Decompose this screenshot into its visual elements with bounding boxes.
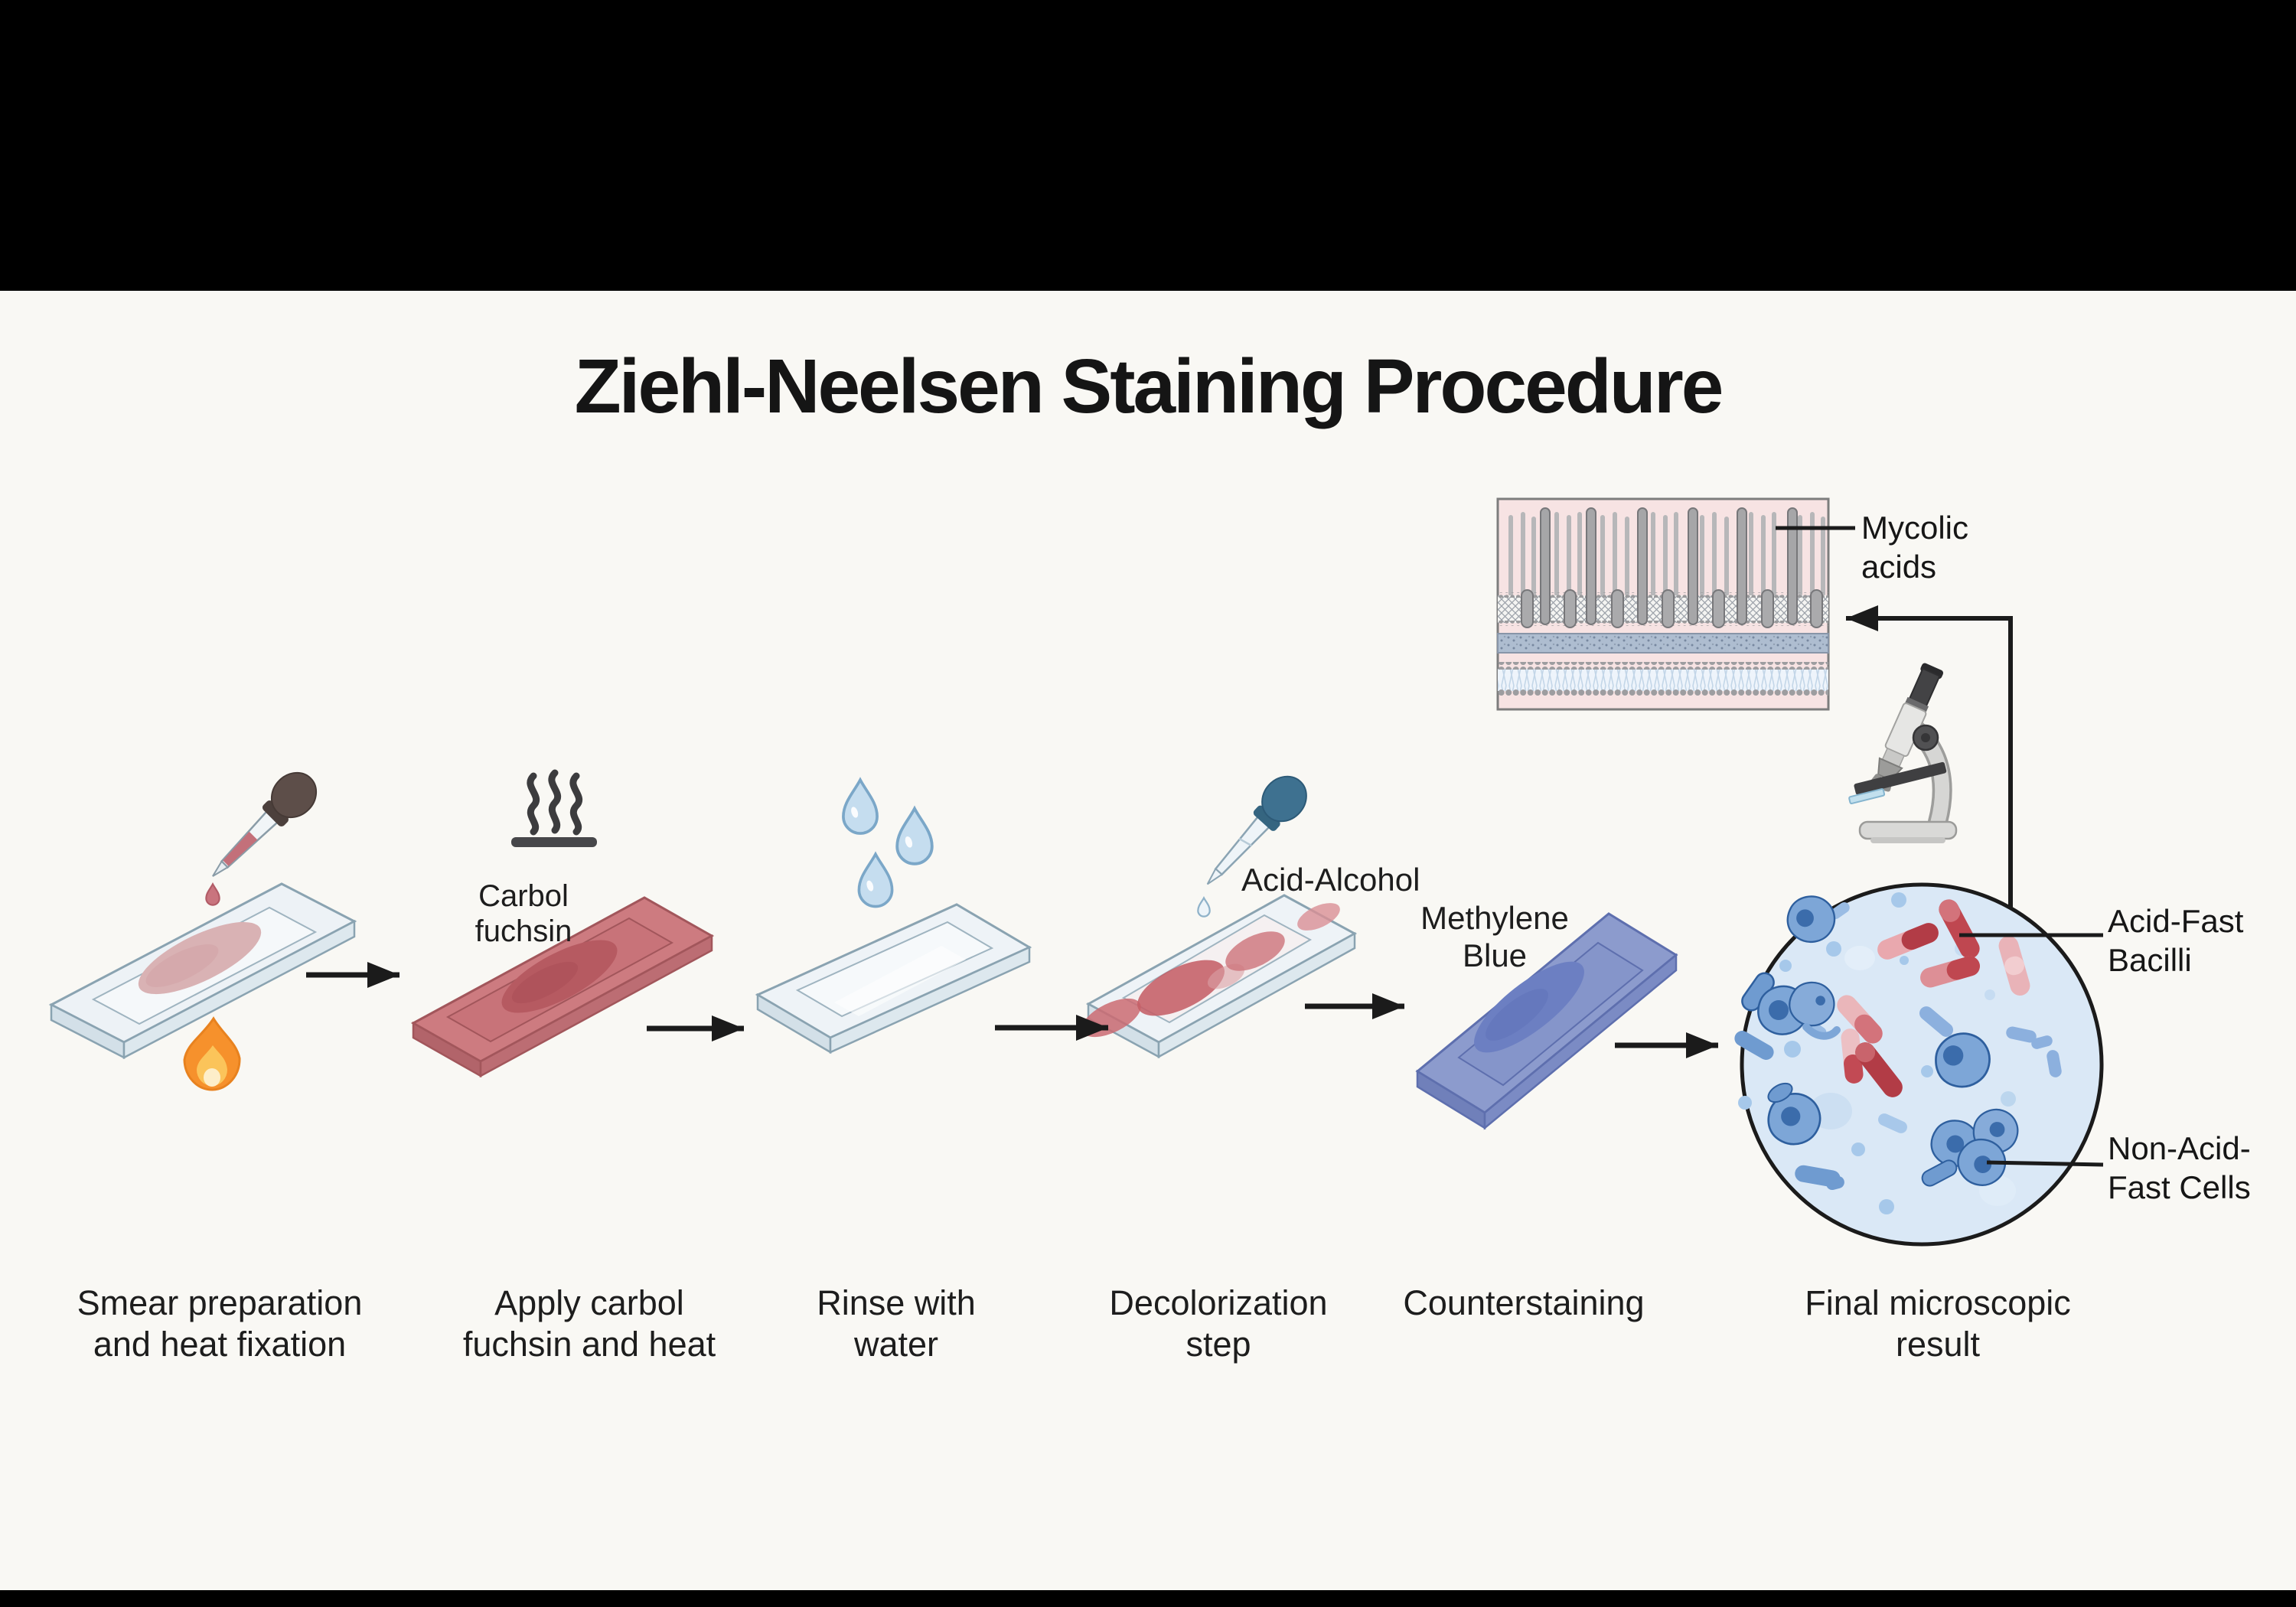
- sample-drop-icon: [205, 882, 220, 906]
- caption-smear: Smear preparation and heat fixation: [77, 1283, 363, 1364]
- dropper-icon: [1206, 775, 1307, 885]
- caption-rinse: Rinse with water: [817, 1283, 976, 1364]
- methylene-blue-label: Methylene Blue: [1420, 900, 1569, 973]
- glass-slide-icon: [48, 882, 357, 1060]
- water-drop-icon: [895, 805, 934, 865]
- caption-final-result: Final microscopic result: [1805, 1283, 2071, 1364]
- water-drop-icon: [842, 777, 879, 835]
- decolorization-illustration: [1081, 775, 1358, 1059]
- rinse-illustration: [755, 777, 1032, 1054]
- carbol-fuchsin-label: Carbol fuchsin: [475, 879, 572, 949]
- flame-icon: [183, 1016, 241, 1091]
- band-capsules: [1521, 589, 1823, 628]
- water-drop-icon: [857, 851, 894, 908]
- membrane-bilayer: [1498, 662, 1828, 697]
- peptidoglycan-band: [1497, 633, 1829, 654]
- non-acid-fast-cells-label: Non-Acid- Fast Cells: [2108, 1130, 2251, 1206]
- acid-alcohol-label: Acid-Alcohol: [1241, 862, 1420, 898]
- rinsed-slide-icon: [755, 903, 1032, 1054]
- counterstaining-illustration: [1415, 912, 1678, 1130]
- microscope-stage: [1854, 761, 1947, 795]
- mycolic-acid-rods: [1508, 512, 1825, 596]
- clear-drop-icon: [1197, 895, 1211, 918]
- red-stained-slide-icon: [410, 896, 715, 1078]
- long-mycolic-rods: [1540, 507, 1798, 625]
- acid-fast-rods: [1837, 899, 2030, 1097]
- non-acid-fast-callout-line: [1986, 1160, 2104, 1167]
- non-acid-fast-cells: [1741, 895, 2019, 1187]
- microscope-icon: [1848, 663, 1958, 843]
- carbol-fuchsin-illustration: [410, 769, 715, 1078]
- connectors-overlay: [306, 526, 2104, 1167]
- zoom-arrow-to-inset: [1846, 605, 2013, 908]
- letterbox-top: [0, 0, 2296, 291]
- small-cocci: [1738, 892, 2016, 1214]
- caption-decolorization: Decolorization step: [1109, 1283, 1328, 1364]
- non-acid-fast-rods: [1734, 901, 2062, 1191]
- blue-stained-slide-icon: [1415, 912, 1678, 1130]
- microscopic-field: [1734, 882, 2104, 1247]
- cell-wall-inset: [1496, 497, 1830, 711]
- dropper-icon: [212, 771, 318, 877]
- letterbox-bottom: [0, 1590, 2296, 1607]
- smear-preparation-illustration: [48, 771, 357, 1091]
- acid-fast-bacilli-label: Acid-Fast Bacilli: [2108, 903, 2244, 979]
- caption-counterstain: Counterstaining: [1403, 1283, 1645, 1322]
- mycolic-acids-label: Mycolic acids: [1861, 510, 1969, 585]
- heat-waves-icon: [511, 769, 597, 847]
- page-title: Ziehl-Neelsen Staining Procedure: [574, 344, 1724, 429]
- caption-carbol: Apply carbol fuchsin and heat: [462, 1283, 716, 1364]
- partially-decolorized-slide-icon: [1081, 894, 1358, 1059]
